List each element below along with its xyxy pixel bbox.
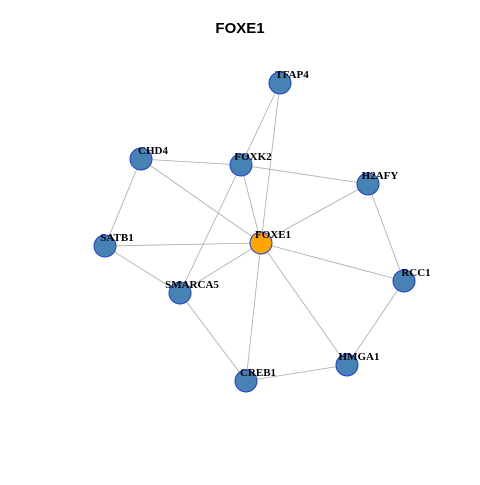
edge-hmga1-creb1 [245, 364, 348, 382]
edge-rcc1-hmga1 [346, 280, 405, 366]
node-tfap4 [268, 71, 292, 95]
edge-foxk2-smarca5 [179, 164, 242, 294]
node-foxe1 [249, 231, 273, 255]
node-label-smarca5: SMARCA5 [165, 279, 219, 291]
chart-title: FOXE1 [215, 20, 265, 37]
node-foxk2 [229, 153, 253, 177]
node-hmga1 [335, 353, 359, 377]
edge-h2afy-rcc1 [367, 183, 405, 282]
edge-foxe1-h2afy [260, 183, 369, 244]
edge-satb1-smarca5 [104, 245, 181, 294]
edge-smarca5-creb1 [179, 292, 247, 382]
node-label-foxe1: FOXE1 [255, 229, 291, 241]
edge-foxe1-smarca5 [179, 242, 262, 294]
edge-tfap4-foxk2 [240, 82, 281, 166]
edge-layer [104, 82, 405, 382]
edge-foxe1-satb1 [104, 242, 262, 247]
edge-foxe1-rcc1 [260, 242, 405, 282]
edge-foxe1-chd4 [140, 158, 262, 244]
node-label-foxk2: FOXK2 [234, 151, 272, 163]
edge-foxe1-hmga1 [260, 242, 348, 366]
edge-foxe1-tfap4 [260, 82, 281, 244]
node-label-hmga1: HMGA1 [339, 351, 380, 363]
node-label-chd4: CHD4 [138, 145, 168, 157]
node-chd4 [129, 147, 153, 171]
node-label-h2afy: H2AFY [362, 170, 399, 182]
edge-foxe1-foxk2 [240, 164, 262, 244]
edge-chd4-foxk2 [140, 158, 242, 166]
node-rcc1 [392, 269, 416, 293]
node-creb1 [234, 369, 258, 393]
edge-foxe1-creb1 [245, 242, 262, 382]
node-label-creb1: CREB1 [240, 367, 276, 379]
node-smarca5 [168, 281, 192, 305]
edge-foxk2-h2afy [240, 164, 369, 185]
edge-chd4-satb1 [104, 158, 142, 247]
node-label-tfap4: TFAP4 [275, 69, 309, 81]
node-label-satb1: SATB1 [100, 232, 133, 244]
node-label-rcc1: RCC1 [401, 267, 430, 279]
node-h2afy [356, 172, 380, 196]
node-satb1 [93, 234, 117, 258]
